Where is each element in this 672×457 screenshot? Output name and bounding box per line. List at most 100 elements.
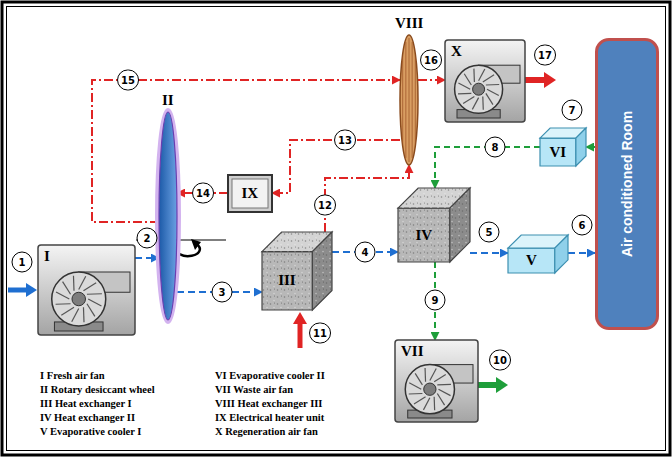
callout-circle: 8: [485, 137, 506, 158]
fan-blade: [434, 374, 446, 381]
granite-texture: [450, 188, 470, 262]
component-numeral: V: [526, 253, 537, 268]
component-numeral: IX: [242, 186, 259, 201]
component-numeral: VIII: [395, 16, 423, 31]
callout-circle: 16: [420, 50, 442, 71]
ambient-inlet-arrowhead: [293, 312, 307, 324]
fan-housing: [455, 65, 503, 113]
callout-circle: 13: [334, 130, 356, 151]
wheel-texture: [409, 38, 410, 162]
fan-blade: [61, 307, 74, 315]
callout-number: 14: [196, 188, 210, 198]
callout-number: 9: [432, 295, 439, 305]
flow-connector: [135, 257, 159, 259]
flow-connector: [418, 79, 445, 81]
flow-connector: [568, 252, 595, 254]
flow-connector: [470, 252, 508, 254]
heat-exchanger-wheel: VIII: [400, 35, 418, 165]
legend-entry: V Evaporative cooler I: [40, 426, 141, 439]
fan-blade: [482, 96, 484, 109]
fan-blade: [483, 75, 494, 82]
fan-blade: [87, 293, 102, 295]
component-numeral: II: [162, 93, 174, 108]
fan-blade: [463, 96, 474, 103]
callout-number: 12: [318, 200, 332, 210]
rotation-arrowhead: [191, 239, 201, 250]
callout-number: 1: [19, 257, 26, 267]
fan-housing: [52, 272, 106, 326]
callout-number: 17: [538, 50, 552, 60]
cube-face: [262, 252, 312, 310]
room-box: Air conditioned Room: [595, 38, 659, 330]
fan-blade: [73, 276, 75, 291]
heater-panel: [232, 179, 268, 208]
component-numeral: III: [278, 273, 296, 288]
fan-blade: [423, 398, 429, 410]
cube-face: [312, 232, 332, 310]
fan-blade: [487, 89, 499, 95]
fan-unit: I: [38, 245, 135, 335]
flow-connector: [325, 165, 409, 232]
granite-texture: [262, 252, 312, 310]
fan-casing: [445, 40, 525, 122]
callout-number: 2: [144, 233, 151, 243]
fan-blade: [458, 93, 471, 95]
component-outline: [508, 235, 568, 273]
exhaust-arrow: [478, 382, 498, 388]
callout-number: 7: [569, 105, 576, 115]
callout-number: 5: [486, 227, 493, 237]
fan-hub: [72, 292, 86, 306]
heater-casing: [228, 175, 272, 212]
callout-number: 15: [121, 75, 135, 85]
callout-circle: 9: [425, 290, 446, 311]
component-numeral: X: [451, 44, 462, 59]
evaporative-cooler: V: [508, 235, 568, 273]
fan-blade: [88, 299, 101, 306]
flow-connector: [92, 80, 400, 222]
inlet-arrowhead: [26, 283, 37, 297]
callout-number: 13: [338, 135, 352, 145]
fan-blade: [63, 282, 71, 295]
component-outline: [398, 188, 470, 262]
fan-hub: [473, 83, 485, 95]
fan-casing: [395, 340, 478, 422]
wheel-glow: [157, 110, 179, 322]
fan-blade: [473, 69, 475, 82]
callout-circle: 14: [192, 183, 214, 204]
callout-circle: 5: [479, 222, 500, 243]
callout-circle: 15: [117, 70, 139, 91]
callout-number: 4: [362, 247, 369, 257]
legend-entry: X Regeneration air fan: [215, 426, 318, 439]
heat-exchanger-cube: IV: [398, 188, 470, 262]
fan-blade: [424, 368, 426, 382]
flow-connector: [272, 140, 400, 193]
legend-entry: I Fresh air fan: [40, 370, 105, 383]
fan-housing: [405, 365, 454, 414]
inner-frame: [7, 7, 666, 451]
callout-number: 3: [219, 287, 226, 297]
cube-face: [540, 138, 576, 166]
callout-circle: 7: [562, 100, 583, 121]
cube-face: [450, 188, 470, 262]
wheel-texture: [412, 42, 413, 158]
fan-blade: [87, 304, 95, 317]
fan-blade: [409, 383, 421, 389]
callout-number: 10: [493, 355, 507, 365]
heat-exchanger-cube: III: [262, 232, 332, 310]
callout-number: 16: [424, 55, 438, 65]
callout-number: 6: [579, 220, 586, 230]
inlet-arrow: [8, 288, 28, 293]
wheel-texture: [402, 57, 403, 144]
fan-casing: [38, 245, 135, 335]
cube-face: [576, 128, 586, 166]
callout-circle: 2: [137, 228, 158, 249]
wheel-texture: [405, 42, 406, 158]
granite-texture: [312, 232, 332, 310]
fan-blade: [56, 292, 69, 299]
legend-entry: IX Electrical heater unit: [215, 412, 324, 425]
legend-entry: III Heat exchanger I: [40, 398, 132, 411]
callout-circle: 17: [534, 45, 556, 66]
exhaust-arrowhead: [496, 377, 508, 393]
granite-texture: [398, 208, 450, 262]
cube-face: [398, 208, 450, 262]
